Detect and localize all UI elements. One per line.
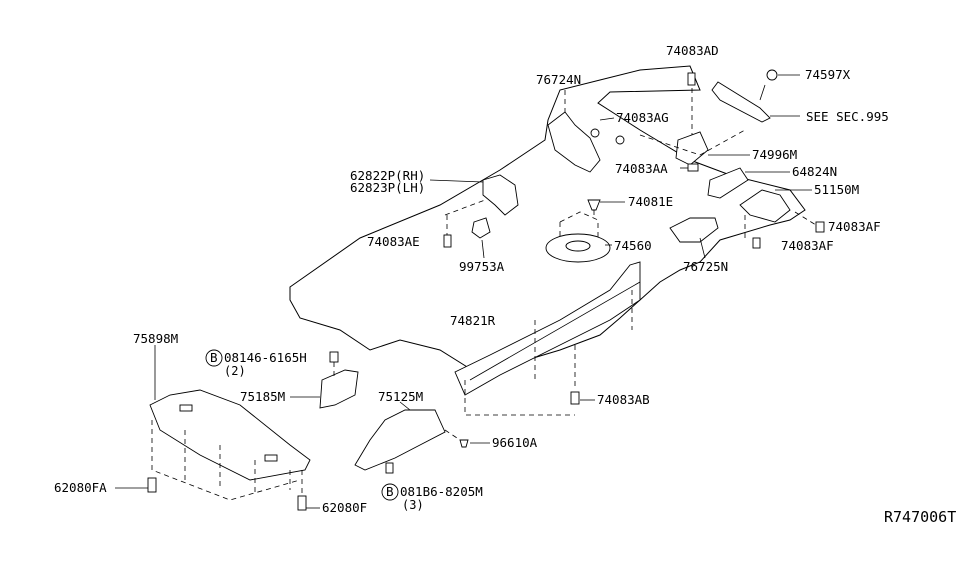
- label-74083AG: 74083AG: [616, 110, 669, 125]
- part-99753A: [471, 217, 491, 239]
- dash-75898M-b: [184, 430, 291, 495]
- part-75125M: [354, 409, 446, 471]
- reference-code: R747006T: [884, 508, 956, 526]
- bolt-74083AG-a: [590, 128, 600, 138]
- badge-b-1: [205, 349, 223, 367]
- lead-74083AG: [599, 117, 615, 121]
- bolt-74083AA: [687, 163, 699, 172]
- label-74083AE: 74083AE: [367, 234, 420, 249]
- bolt-74083AG-b: [615, 135, 625, 145]
- lead-75125M: [399, 401, 411, 411]
- label-74597X: 74597X: [805, 67, 851, 82]
- dash-74560: [559, 211, 599, 240]
- part-64824N: [707, 167, 749, 199]
- bolt-08146: [329, 351, 339, 363]
- bolt-081B6: [385, 462, 394, 474]
- part-jack-handle: [759, 84, 766, 101]
- badge-b-1-text: B: [210, 350, 218, 365]
- dash-74821R-a: [464, 380, 575, 416]
- dash-74083AF-a: [794, 211, 817, 226]
- dash-75125M: [444, 429, 461, 441]
- label-62822P: 62822P(RH): [350, 168, 425, 183]
- part-75898M-hole-b: [264, 454, 278, 462]
- label-62080F: 62080F: [322, 500, 367, 515]
- label-75185M: 75185M: [240, 389, 285, 404]
- label-74996M: 74996M: [752, 147, 797, 162]
- part-75898M-hole-a: [179, 404, 193, 412]
- label-75125M: 75125M: [378, 389, 423, 404]
- label-75898M: 75898M: [133, 331, 178, 346]
- label-74083AF-a: 74083AF: [828, 219, 881, 234]
- part-74597X-knob: [766, 69, 778, 81]
- part-74821R-rib: [469, 281, 641, 381]
- label-74083AB: 74083AB: [597, 392, 650, 407]
- lead-99753A: [481, 239, 485, 259]
- label-081B6-qty: (3): [402, 498, 424, 512]
- dash-62822P: [444, 199, 486, 216]
- label-see-sec: SEE SEC.995: [806, 109, 889, 124]
- part-51150M: [739, 189, 791, 223]
- label-74081E: 74081E: [628, 194, 673, 209]
- bolt-62080F: [297, 495, 307, 511]
- label-081B6: 081B6-8205M: [400, 484, 483, 499]
- bolt-74083AB: [570, 391, 580, 405]
- label-76724N: 76724N: [536, 72, 581, 87]
- part-74821R: [454, 261, 641, 396]
- label-74821R: 74821R: [450, 313, 496, 328]
- label-96610A: 96610A: [492, 435, 538, 450]
- part-62822P: [482, 174, 519, 216]
- label-74083AF-b: 74083AF: [781, 238, 834, 253]
- part-74081E: [587, 199, 601, 211]
- label-64824N: 64824N: [792, 164, 837, 179]
- bolt-74083AD: [687, 72, 696, 86]
- part-74560: [545, 233, 611, 263]
- bolt-74083AF-b: [752, 237, 761, 249]
- label-74083AD: 74083AD: [666, 43, 719, 58]
- bolt-74083AE: [443, 234, 452, 248]
- part-74996M: [675, 131, 709, 166]
- label-08146: 08146-6165H: [224, 350, 307, 365]
- label-51150M: 51150M: [814, 182, 859, 197]
- part-jack: [711, 81, 771, 123]
- label-62823P: 62823P(LH): [350, 180, 425, 195]
- floor-outline: [289, 65, 806, 376]
- dash-75898M-a: [151, 420, 301, 501]
- badge-b-2: [381, 483, 399, 501]
- bolt-74083AF-a: [815, 221, 825, 233]
- lead-62822P: [429, 179, 484, 183]
- part-74560-inner: [565, 240, 591, 252]
- part-75185M: [319, 369, 359, 409]
- badge-b-2-text: B: [386, 484, 394, 499]
- label-76725N: 76725N: [683, 259, 728, 274]
- part-76724N: [547, 111, 601, 173]
- label-74083AA: 74083AA: [615, 161, 668, 176]
- label-99753A: 99753A: [459, 259, 505, 274]
- part-75898M: [149, 389, 311, 481]
- dash-74996M: [639, 129, 746, 156]
- lead-76725N: [699, 237, 706, 259]
- label-74560: 74560: [614, 238, 652, 253]
- label-08146-qty: (2): [224, 364, 246, 378]
- bolt-62080FA: [147, 477, 157, 493]
- label-62080FA: 62080FA: [54, 480, 107, 495]
- part-96610A: [459, 439, 469, 448]
- part-76725N: [669, 217, 719, 243]
